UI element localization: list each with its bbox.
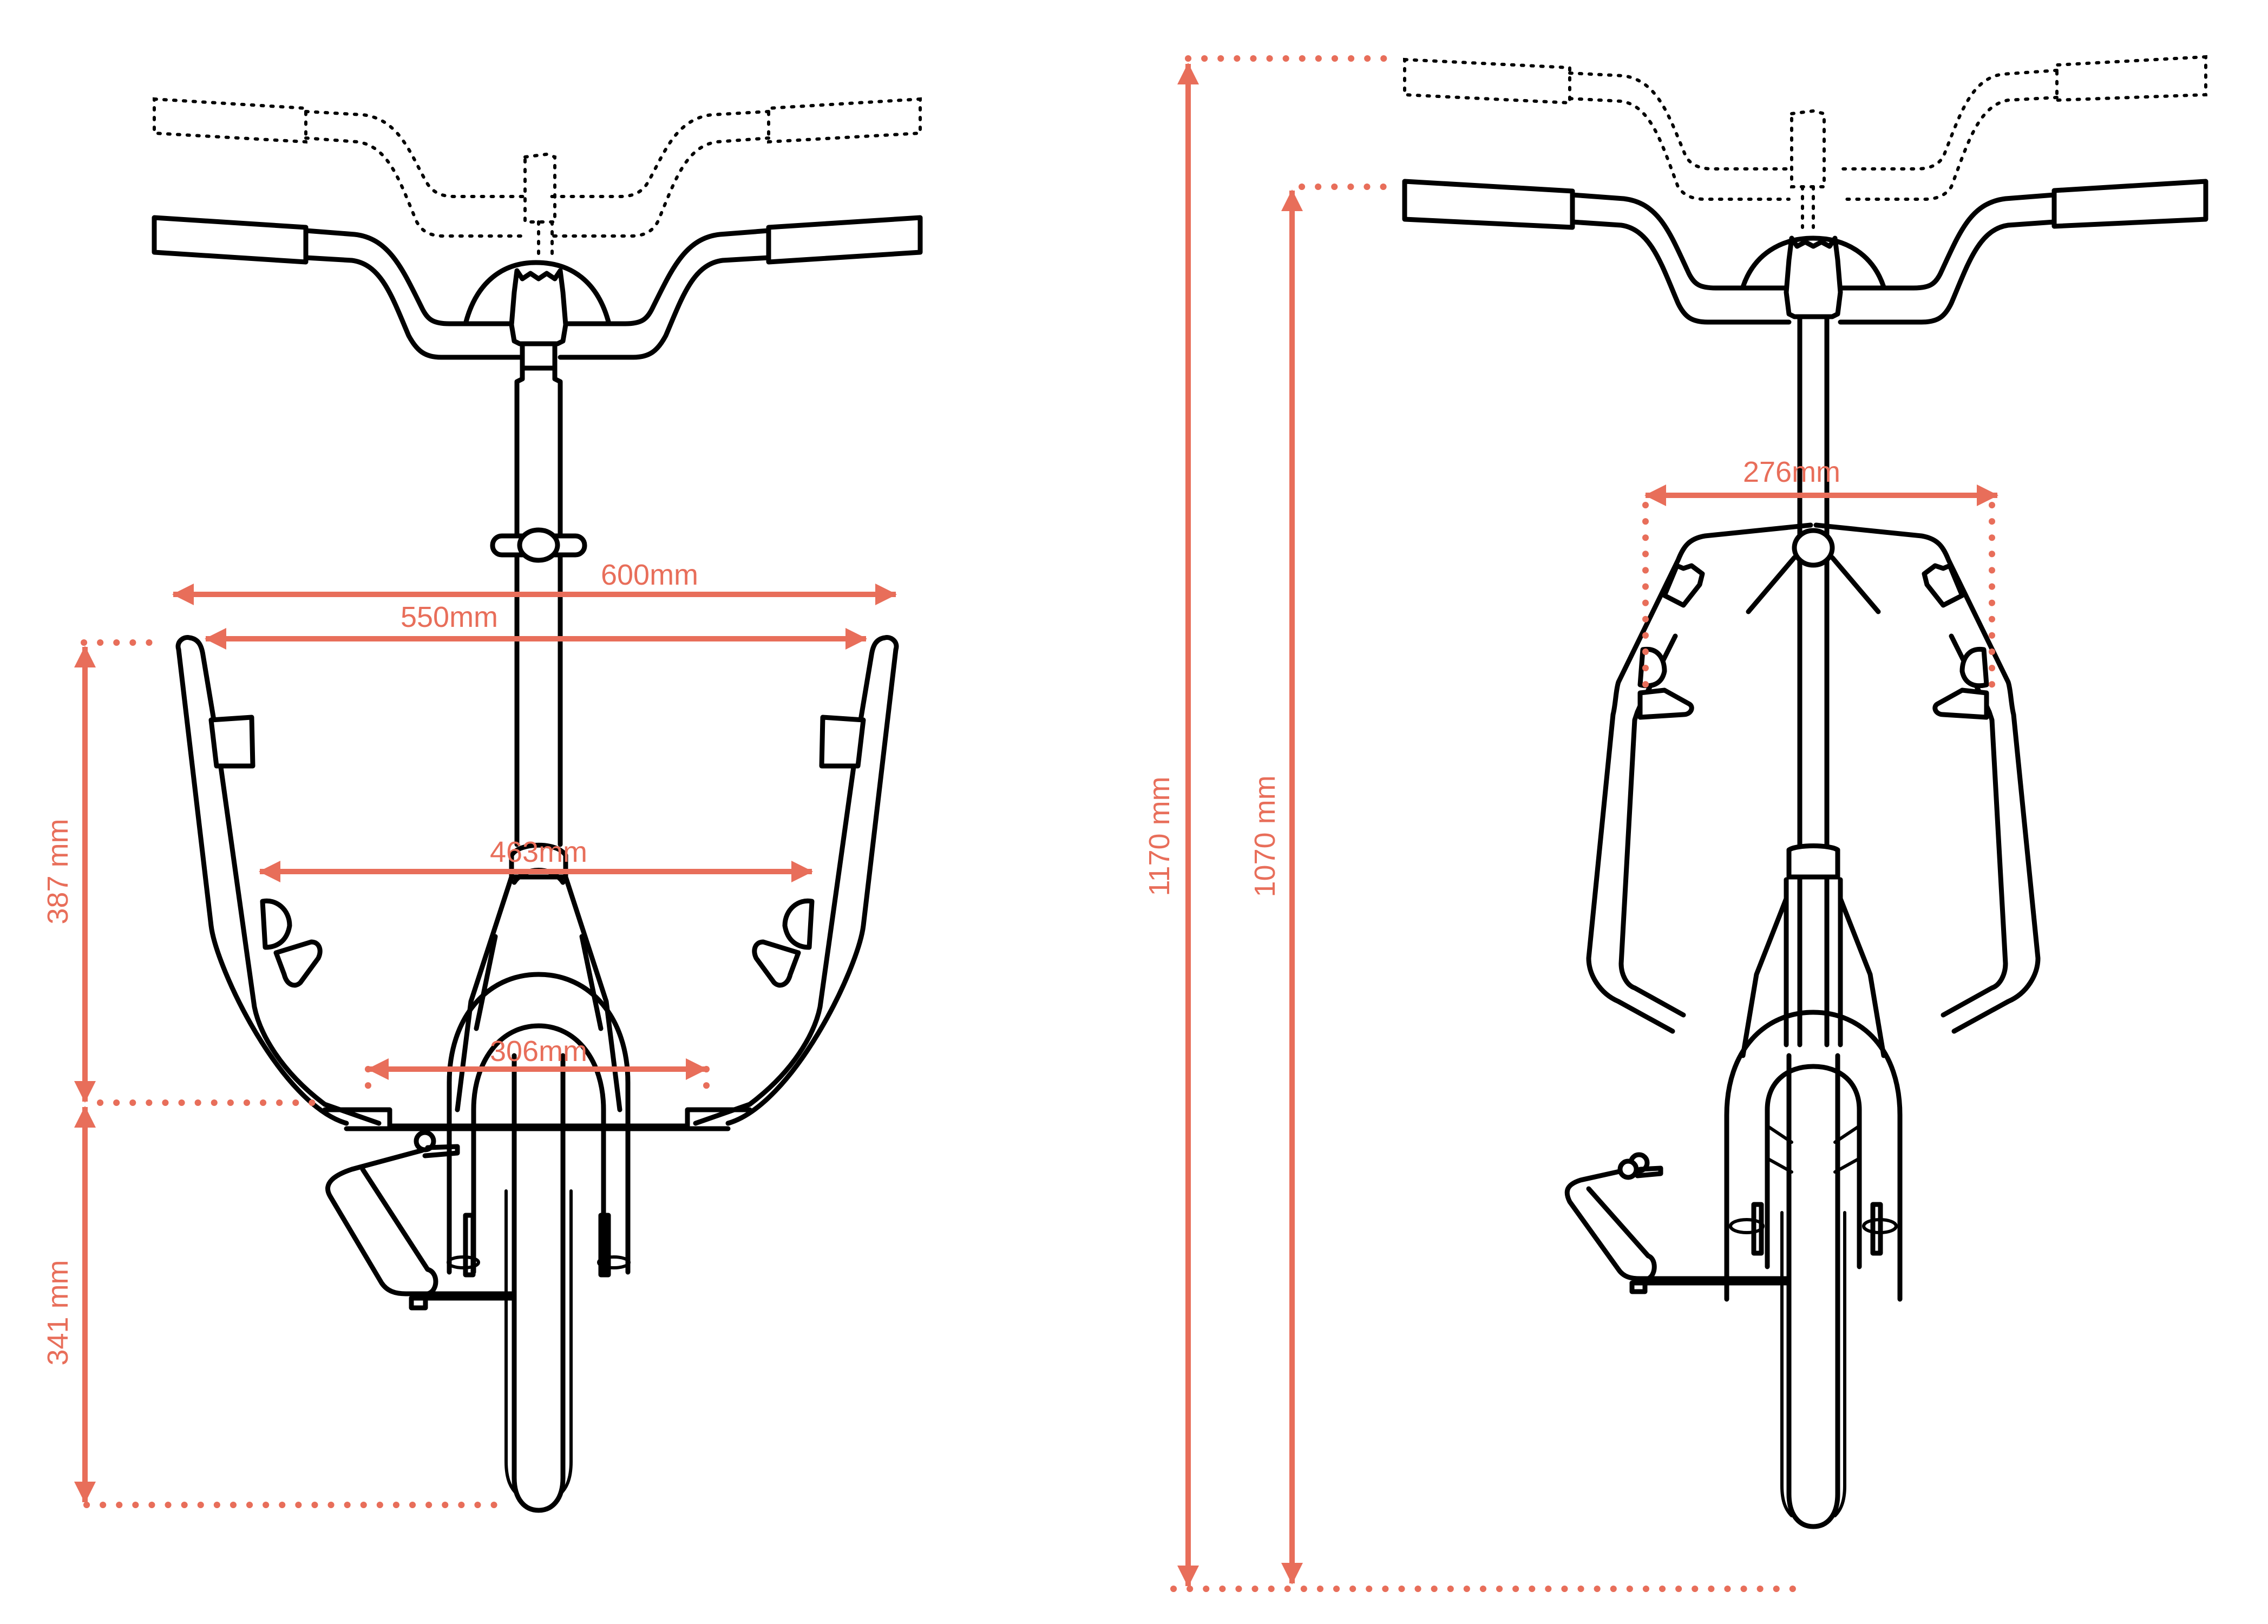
front-fork xyxy=(447,874,631,1278)
brake-pedal xyxy=(325,1130,517,1311)
dim-arm-height: 387 mm xyxy=(42,646,320,1106)
left-arm-folded xyxy=(1586,522,1813,1034)
dim-label-600: 600mm xyxy=(601,559,698,591)
brake-pedal xyxy=(1564,1152,1792,1294)
dim-label-276: 276mm xyxy=(1743,456,1840,488)
folded-view: 276mm 1170 mm 1070 mm xyxy=(1143,55,2208,1592)
handlebar-extended-ghost xyxy=(153,97,922,261)
steering-stem xyxy=(490,341,587,885)
steering-stem xyxy=(1792,314,1835,1047)
dim-arm-span: 550mm xyxy=(81,601,867,650)
dim-min-height: 1070 mm xyxy=(1249,184,1400,1584)
dim-label-341: 341 mm xyxy=(42,1260,74,1365)
right-arm xyxy=(693,635,899,1126)
handlebar xyxy=(152,215,923,360)
front-fork xyxy=(1724,843,1903,1302)
dim-label-1170: 1170 mm xyxy=(1143,776,1176,896)
dim-label-306: 306mm xyxy=(490,1035,587,1068)
unfolded-view: 600mm 550mm 463mm 306mm 387 mm 341 mm xyxy=(42,97,923,1513)
dim-max-height: 1170 mm xyxy=(1143,55,1402,1587)
dim-label-387: 387 mm xyxy=(42,818,74,924)
foot-platform xyxy=(322,1107,752,1131)
handlebar-extended-ghost xyxy=(1403,55,2207,229)
right-arm-folded xyxy=(1813,522,2041,1034)
dim-label-550: 550mm xyxy=(401,601,498,633)
dim-label-1070: 1070 mm xyxy=(1249,775,1281,897)
left-arm xyxy=(175,635,382,1126)
dim-folded-width: 276mm xyxy=(1642,456,1998,702)
front-wheel xyxy=(1780,1053,1846,1529)
handlebar xyxy=(1402,179,2208,325)
dim-platform-width: 306mm xyxy=(365,1035,710,1097)
dim-label-463: 463mm xyxy=(490,836,587,868)
front-wheel xyxy=(504,1053,573,1513)
dim-inner-arm-width: 463mm xyxy=(259,836,813,882)
dim-handlebar-width: 600mm xyxy=(172,559,897,605)
dim-platform-height: 341 mm xyxy=(42,1106,504,1508)
